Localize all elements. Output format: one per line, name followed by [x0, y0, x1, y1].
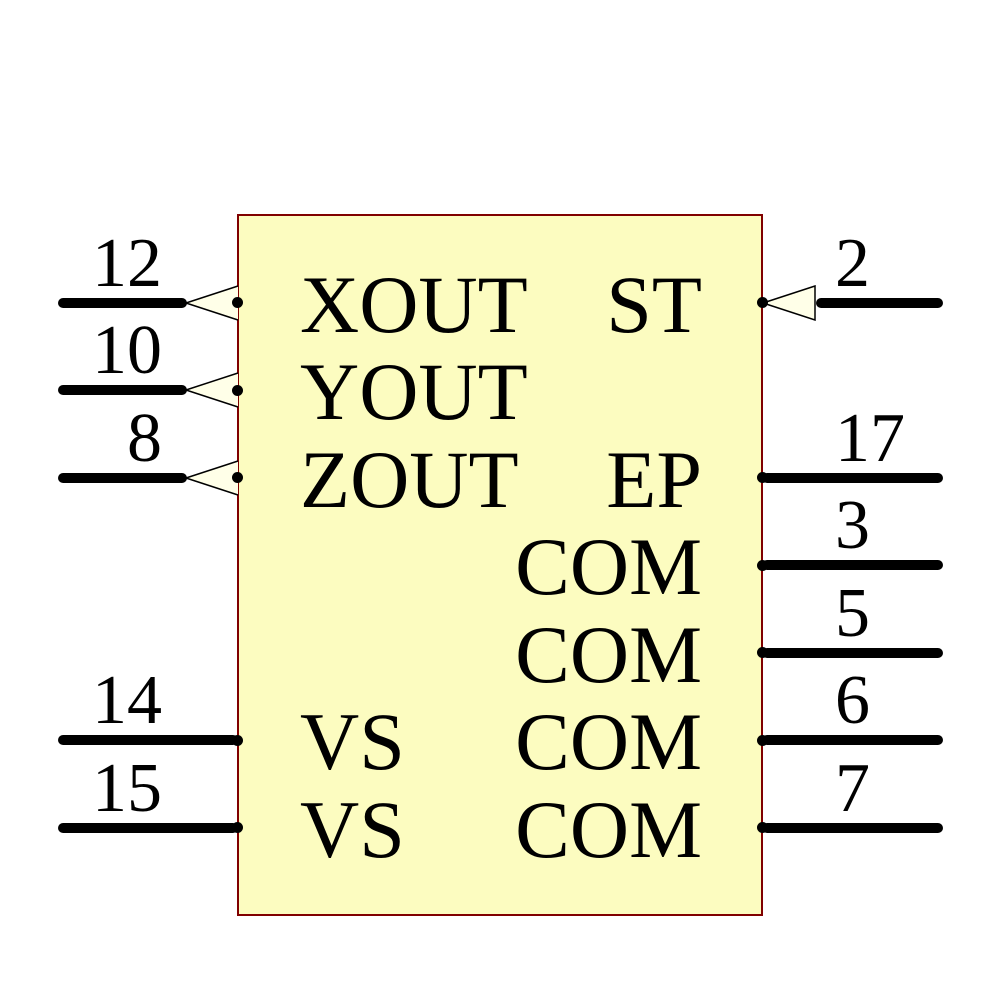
output-arrow-icon — [185, 459, 239, 496]
pin-connection-dot — [232, 384, 243, 396]
pin-label: COM — [515, 521, 702, 612]
pin-wire[interactable] — [816, 297, 943, 308]
pin-label: YOUT — [300, 346, 528, 437]
pin-wire[interactable] — [762, 560, 943, 570]
pin-label: EP — [606, 433, 702, 525]
pin-number: 7 — [835, 749, 870, 827]
pin-label: ZOUT — [300, 433, 519, 525]
pin-connection-dot — [232, 297, 243, 308]
output-arrow-icon — [185, 284, 239, 321]
pin-number: 17 — [835, 399, 905, 477]
pin-number: 8 — [127, 399, 162, 477]
pin-wire[interactable] — [58, 297, 187, 308]
pin-wire[interactable] — [762, 647, 943, 658]
pin-wire[interactable] — [58, 385, 187, 395]
pin-connection-dot — [757, 734, 768, 746]
pin-connection-dot — [757, 822, 768, 833]
pin-wire[interactable] — [762, 822, 943, 833]
pin-number: 6 — [835, 662, 870, 739]
pin-wire[interactable] — [58, 735, 238, 745]
pin-label: COM — [515, 696, 702, 787]
pin-connection-dot — [232, 734, 243, 746]
pin-number: 10 — [92, 312, 162, 389]
pin-connection-dot — [232, 472, 243, 483]
pin-wire[interactable] — [58, 822, 238, 833]
pin-label: VS — [300, 696, 405, 787]
pin-label: COM — [515, 608, 702, 700]
pin-number: 15 — [92, 749, 162, 827]
pin-number: 12 — [92, 224, 162, 302]
pin-connection-dot — [757, 472, 768, 483]
input-arrow-icon — [762, 284, 816, 321]
pin-label: COM — [515, 783, 702, 875]
pin-number: 14 — [92, 662, 162, 739]
pin-wire[interactable] — [762, 735, 943, 745]
pin-wire[interactable] — [762, 472, 943, 483]
pin-connection-dot — [232, 822, 243, 833]
output-arrow-icon — [185, 372, 239, 408]
pin-number: 3 — [835, 487, 870, 564]
pin-number: 2 — [835, 224, 870, 302]
component-body[interactable] — [237, 214, 763, 916]
pin-connection-dot — [757, 559, 768, 571]
pin-label: ST — [606, 258, 702, 350]
pin-connection-dot — [757, 297, 768, 308]
pin-label: VS — [300, 783, 405, 875]
pin-connection-dot — [757, 647, 768, 658]
pin-wire[interactable] — [58, 472, 187, 483]
pin-number: 5 — [835, 574, 870, 652]
pin-label: XOUT — [300, 258, 528, 350]
